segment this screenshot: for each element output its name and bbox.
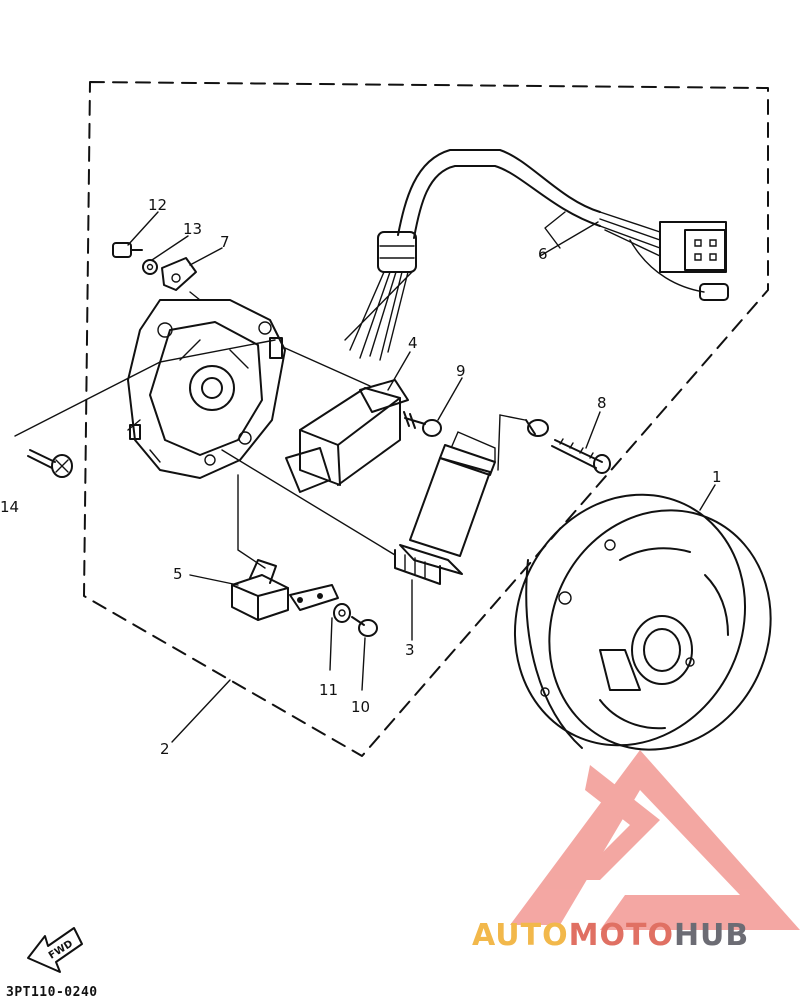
- watermark-brand: AUTOMOTOHUB: [472, 918, 749, 953]
- screw-part-9: [403, 411, 442, 437]
- watermark-logo: [510, 750, 800, 930]
- screw-part-8: [551, 438, 611, 474]
- callout-12: 12: [148, 196, 167, 214]
- callout-5: 5: [173, 565, 183, 583]
- callout-3: 3: [405, 641, 415, 659]
- assembly-boundary: [83, 81, 769, 757]
- cdi-unit-part-5: [231, 559, 339, 621]
- fwd-arrow-icon: FWD: [27, 927, 83, 973]
- pickup-coil-part-4: [285, 379, 409, 493]
- callout-8: 8: [597, 394, 607, 412]
- screw-part-14: [27, 449, 73, 478]
- screw-part-8-secondary: [525, 419, 549, 437]
- brand-part-hub: HUB: [673, 918, 750, 953]
- callout-13: 13: [183, 220, 202, 238]
- callout-1: 1: [712, 468, 722, 486]
- wire-harness-part-6: [344, 149, 729, 361]
- callout-7: 7: [220, 233, 230, 251]
- callout-4: 4: [408, 334, 418, 352]
- diagram-reference-code: 3PT110-0240: [6, 985, 98, 1000]
- leader-lines: [14, 211, 716, 743]
- washer-part-11: [333, 603, 351, 623]
- stator-plate-part-2: [127, 299, 286, 479]
- washer-part-13: [142, 259, 158, 275]
- flywheel-rotor-part-1: [513, 493, 772, 751]
- clamp-part-7: [161, 257, 197, 291]
- callout-10: 10: [351, 698, 370, 716]
- source-coil-part-3: [394, 431, 496, 585]
- callout-6: 6: [538, 245, 548, 263]
- callout-9: 9: [456, 362, 466, 380]
- brand-part-auto: AUTO: [472, 918, 569, 953]
- screw-part-10: [351, 616, 378, 637]
- callout-2: 2: [160, 740, 170, 758]
- callout-11: 11: [319, 681, 338, 699]
- brand-part-moto: MOTO: [568, 918, 674, 953]
- bolt-part-12: [112, 242, 143, 258]
- callout-14: 14: [0, 498, 19, 516]
